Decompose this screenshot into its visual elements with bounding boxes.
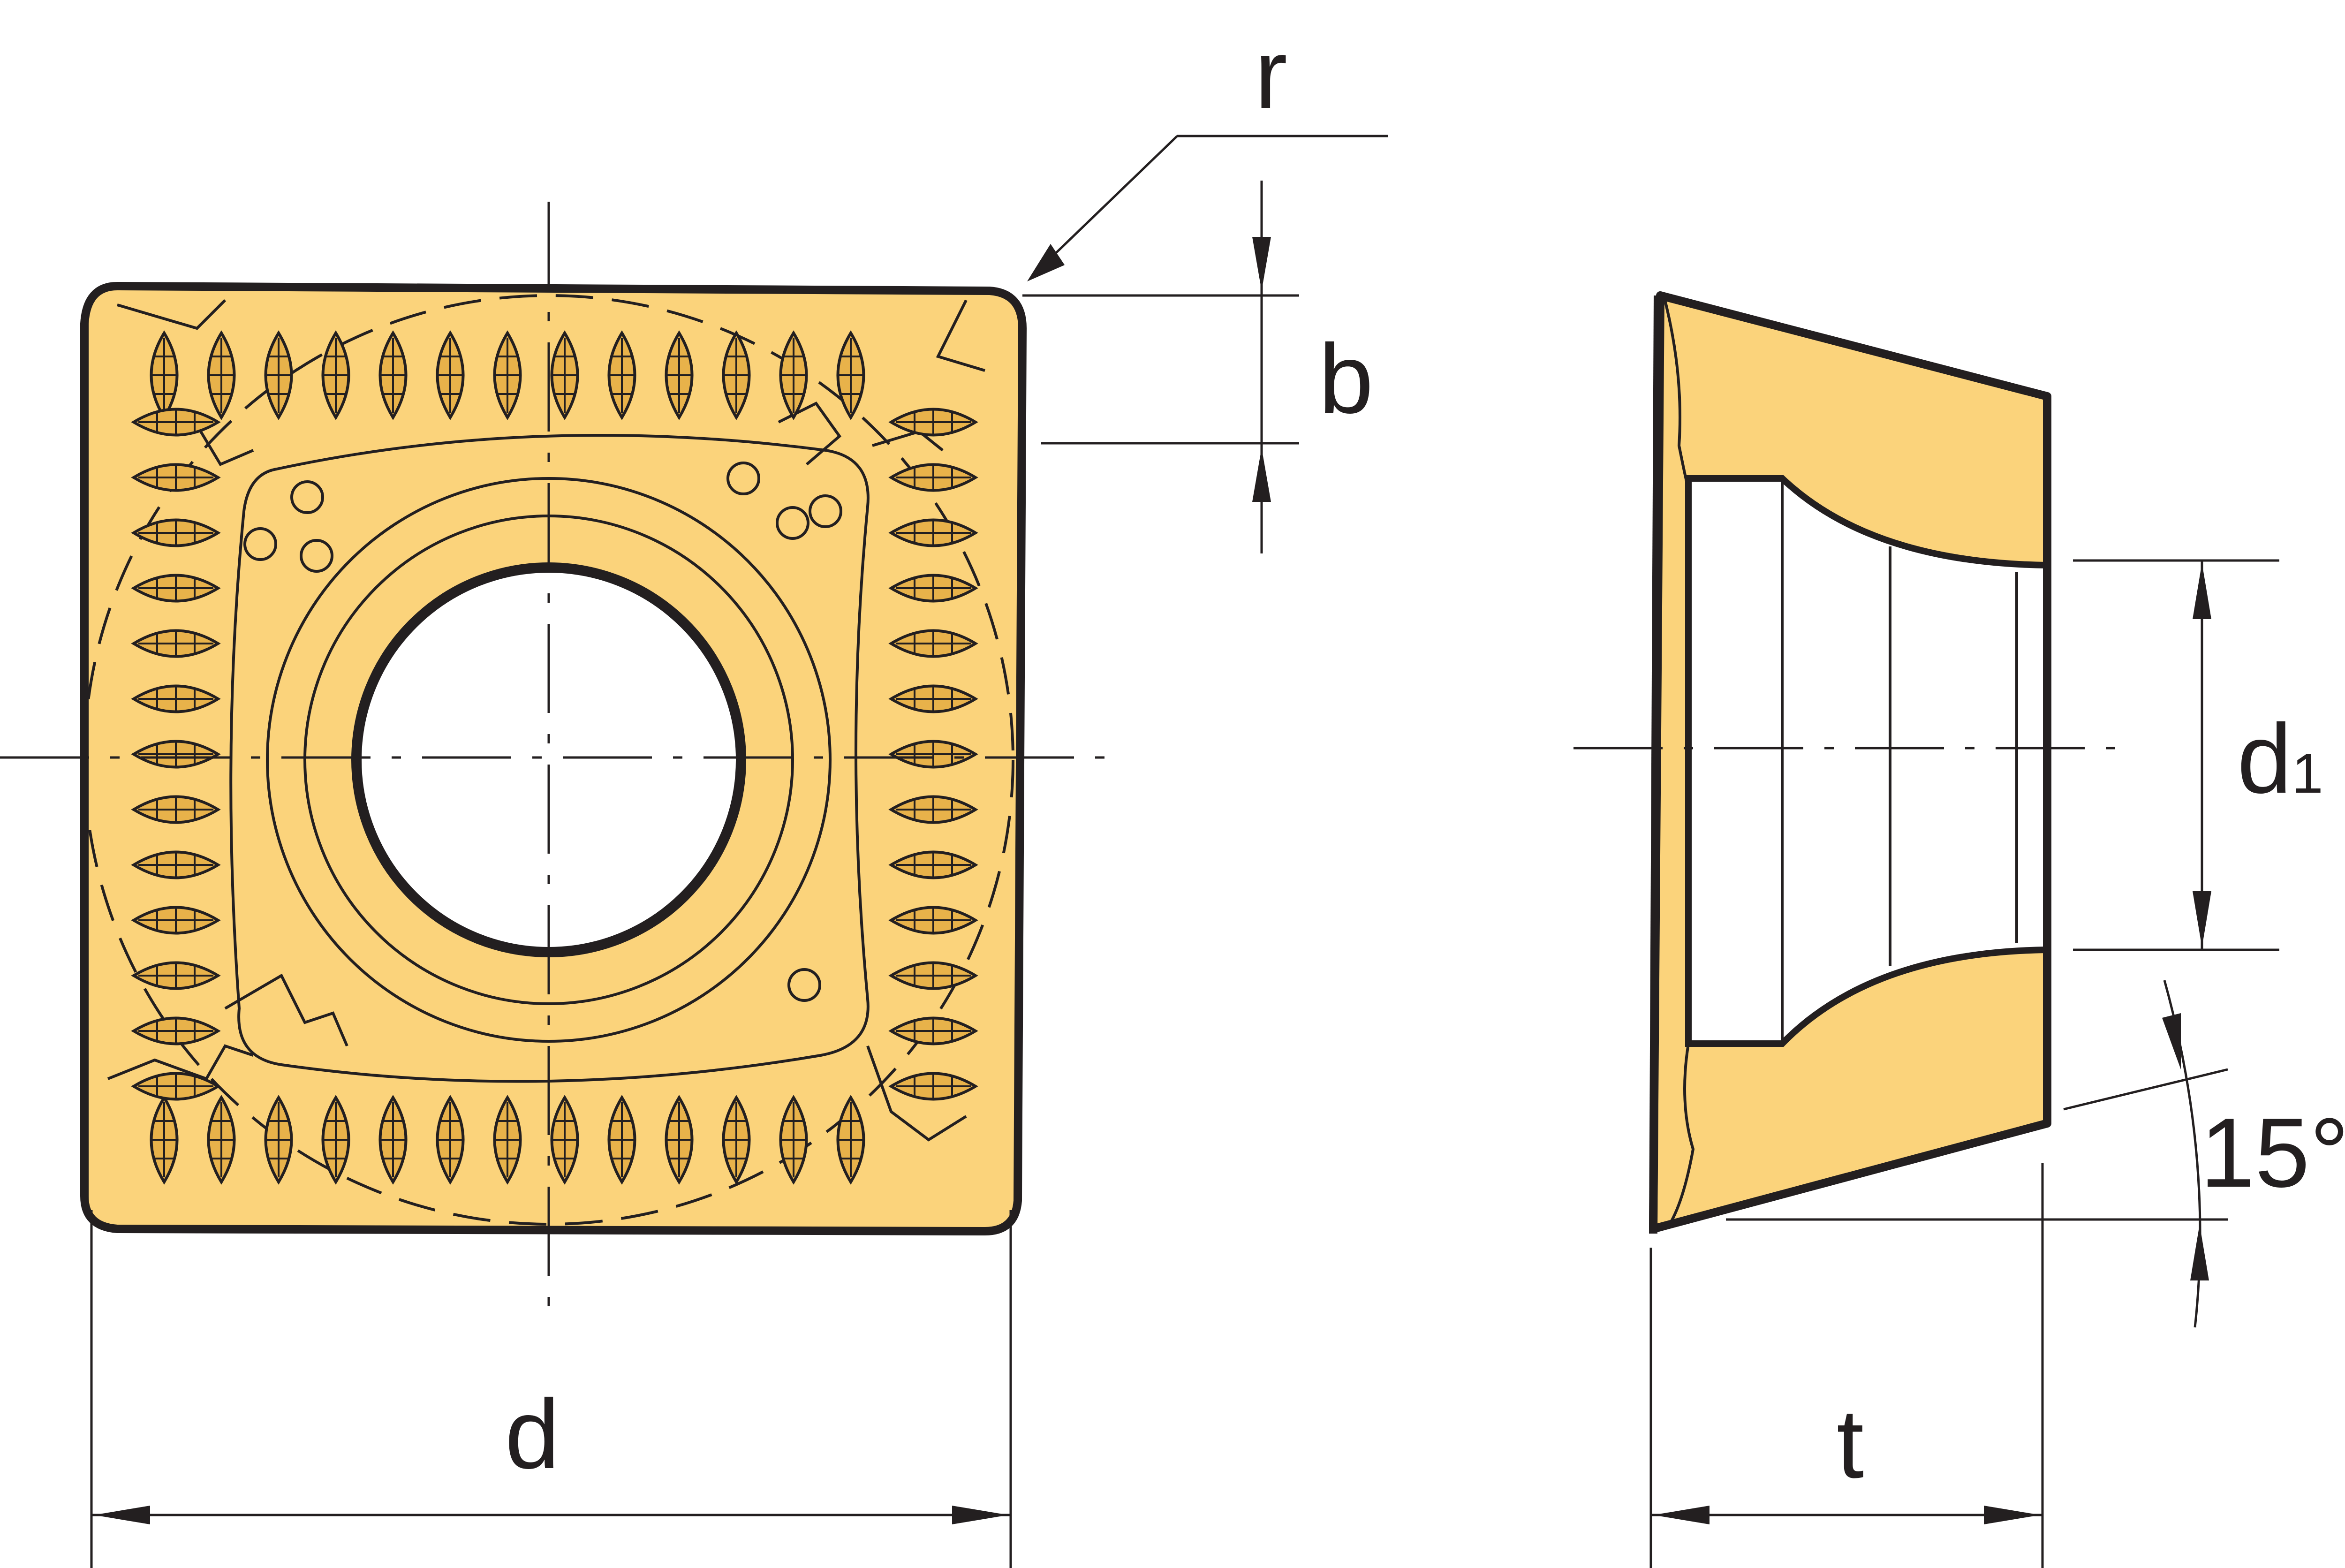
insert-square-outline [80, 282, 1027, 1235]
chipbreaker-bump [131, 961, 221, 990]
chipbreaker-bump [207, 330, 236, 420]
label-angle: 15° [2200, 1098, 2345, 1208]
chipbreaker-bump [321, 1095, 350, 1185]
chipbreaker-bump [131, 574, 221, 603]
insert-inner-plateau [229, 434, 870, 1083]
chipbreaker-bump [665, 330, 694, 420]
b-arrow-bottom [1252, 448, 1271, 502]
t-arrow-left [1653, 1506, 1710, 1524]
side-left-edge-detail [1664, 300, 1691, 493]
dimension-d1: d1 [2073, 559, 2323, 951]
chipbreaker-bump [888, 795, 978, 824]
side-view-hole [1688, 478, 2047, 1044]
chipbreaker-bump [321, 330, 350, 420]
chipbreaker-bump [888, 850, 978, 879]
chipbreaker-bump [378, 330, 408, 420]
corner-details [107, 299, 985, 1142]
chipbreaker-bump [493, 1095, 522, 1185]
chipbreaker-bump [888, 961, 978, 990]
dimension-r: r [1027, 19, 1388, 281]
insert-side-view [1573, 291, 2134, 1234]
label-d1: d1 [2237, 704, 2323, 814]
chipbreaker-bump [131, 850, 221, 879]
dimension-t: t [1649, 1163, 2044, 1568]
angle-arrow-bottom [2190, 1224, 2209, 1280]
chipbreaker-bump [888, 740, 978, 769]
chipbreaker-bump [131, 518, 221, 547]
chipbreaker-bump [607, 1095, 636, 1185]
label-r: r [1255, 19, 1287, 129]
chipbreaker-bump [493, 330, 522, 420]
d-arrow-left [94, 1506, 150, 1524]
r-arrowhead [1027, 244, 1065, 281]
dimension-d: d [90, 1210, 1012, 1568]
chipbreaker-bump [550, 1095, 579, 1185]
chipbreaker-bump [722, 330, 751, 420]
chipbreaker-bump [131, 1072, 221, 1101]
chipbreaker-bump [131, 740, 221, 769]
chipbreaker-bump [779, 1095, 808, 1185]
chipbreaker-elements [131, 330, 978, 1185]
chipbreaker-bump [131, 906, 221, 935]
chipbreaker-bump [888, 408, 978, 437]
t-arrow-right [1984, 1506, 2040, 1524]
insert-top-view [0, 202, 1112, 1313]
chipbreaker-bump [264, 330, 293, 420]
chipbreaker-bump [150, 1095, 179, 1185]
chipbreaker-bump [131, 463, 221, 492]
chipbreaker-bump [550, 330, 579, 420]
chipbreaker-bump [264, 1095, 293, 1185]
chipbreaker-bump [888, 1072, 978, 1101]
chipbreaker-bump [207, 1095, 236, 1185]
chipbreaker-bump [131, 684, 221, 713]
dimension-b: b [1022, 181, 1373, 553]
label-d: d [505, 1379, 560, 1489]
chipbreaker-bump [436, 1095, 465, 1185]
d1-arrow-top [2193, 563, 2211, 619]
chipbreaker-bump [722, 1095, 751, 1185]
chipbreaker-dashed-circle [83, 294, 1014, 1226]
side-left-thick-edge [1649, 295, 1662, 1234]
chipbreaker-bump [607, 330, 636, 420]
chipbreaker-bump [131, 1016, 221, 1045]
chipbreaker-bump [888, 684, 978, 713]
surface-dots [243, 462, 842, 1002]
dimension-angle: 15° [1726, 980, 2345, 1328]
chipbreaker-bump [888, 574, 978, 603]
angle-arrow-top [2162, 1013, 2181, 1069]
chipbreaker-bump [836, 330, 865, 420]
chipbreaker-bump [888, 518, 978, 547]
b-arrow-top [1252, 237, 1271, 291]
d1-arrow-bottom [2193, 891, 2211, 947]
d-arrow-right [952, 1506, 1008, 1524]
chipbreaker-bump [131, 629, 221, 658]
outer-ring [266, 477, 832, 1043]
chipbreaker-bump [436, 330, 465, 420]
chipbreaker-bump [779, 330, 808, 420]
chipbreaker-bump [378, 1095, 408, 1185]
chipbreaker-bump [888, 1016, 978, 1045]
chipbreaker-bump [836, 1095, 865, 1185]
side-left-edge-detail-lower [1668, 1043, 1695, 1225]
label-t: t [1837, 1388, 1864, 1499]
chipbreaker-bump [131, 408, 221, 437]
label-b: b [1319, 324, 1374, 434]
chipbreaker-bump [131, 795, 221, 824]
chipbreaker-bump [888, 906, 978, 935]
chipbreaker-bump [665, 1095, 694, 1185]
chipbreaker-bump [888, 463, 978, 492]
chipbreaker-bump [888, 629, 978, 658]
